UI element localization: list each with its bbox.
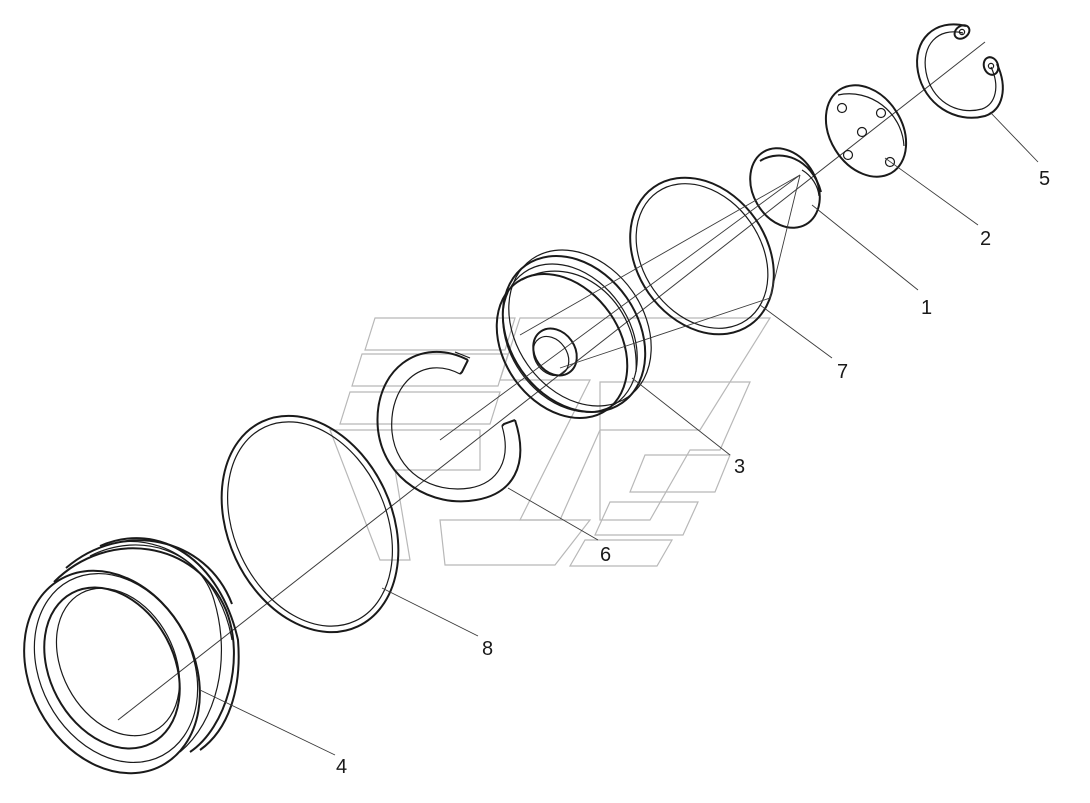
callout-7: 7 — [837, 361, 848, 383]
construction-line-a — [519, 174, 801, 336]
construction-line-b — [559, 174, 801, 369]
callout-labels: 5 2 1 7 3 6 8 4 — [336, 168, 1050, 778]
part-3-piston — [495, 249, 652, 420]
part-6-split-ring — [376, 350, 522, 503]
callout-8: 8 — [482, 638, 493, 660]
leader-lines — [199, 111, 1039, 756]
leader-5 — [989, 111, 1039, 163]
callout-5: 5 — [1039, 168, 1050, 190]
part-1-plug — [749, 147, 822, 229]
part-4-cylinder-housing — [23, 537, 240, 775]
leader-2 — [884, 157, 979, 226]
leader-6 — [507, 487, 599, 541]
leader-7 — [759, 304, 833, 359]
leader-1 — [811, 204, 919, 291]
part-8-large-o-ring — [220, 414, 400, 634]
callout-2: 2 — [980, 228, 991, 250]
construction-line-c — [439, 174, 801, 441]
part-7-o-ring — [629, 176, 775, 336]
callout-1: 1 — [921, 297, 932, 319]
callout-3: 3 — [734, 456, 745, 478]
leader-3 — [631, 377, 731, 456]
part-5-retaining-ring — [916, 23, 1004, 119]
callout-4: 4 — [336, 756, 347, 778]
callout-6: 6 — [600, 544, 611, 566]
leader-8 — [381, 587, 479, 637]
assembly-axis-line — [117, 41, 986, 721]
leader-4 — [199, 689, 336, 756]
part-2-perforated-plate — [824, 84, 908, 178]
